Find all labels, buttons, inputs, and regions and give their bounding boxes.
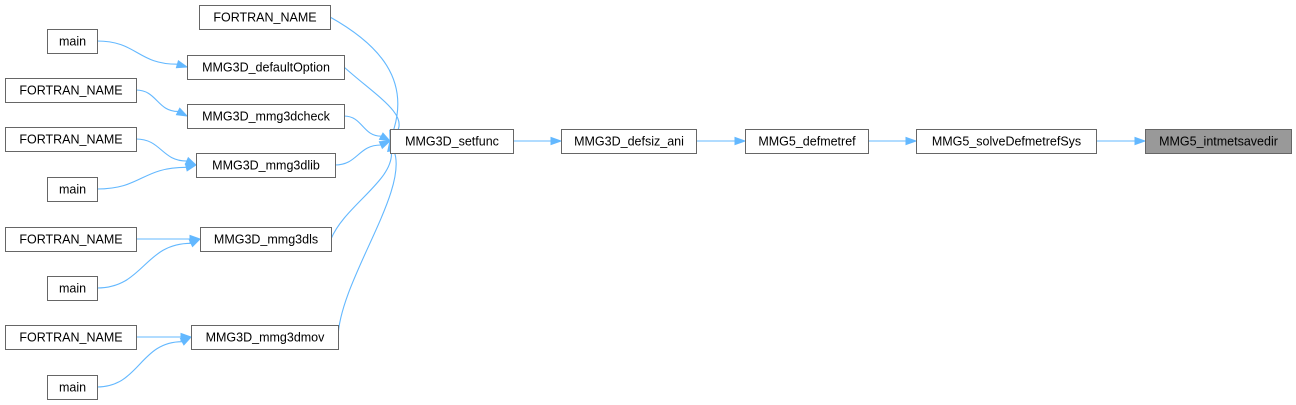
node-box — [47, 29, 98, 54]
node-box — [745, 129, 869, 154]
edge-n4-to-n3 — [512, 136, 563, 146]
node-box — [47, 177, 98, 202]
function-node[interactable]: FORTRAN_NAME — [5, 227, 137, 252]
function-node[interactable]: FORTRAN_NAME — [199, 5, 331, 30]
node-label: MMG5_defmetref — [758, 135, 856, 149]
edge-n10-to-n4 — [337, 139, 398, 338]
node-label: MMG3D_mmg3dlib — [212, 159, 320, 173]
edge-n1-to-n0 — [1095, 136, 1147, 146]
arrowhead-icon — [378, 140, 392, 150]
edge-line — [337, 150, 397, 338]
node-label: main — [59, 282, 86, 296]
node-box — [5, 227, 137, 252]
function-node[interactable]: MMG3D_defaultOption — [187, 55, 345, 80]
edge-n18-to-n10 — [96, 336, 193, 388]
function-node[interactable]: main — [47, 375, 98, 400]
edge-n7-to-n4 — [343, 115, 392, 142]
node-box — [196, 153, 336, 178]
node-label: FORTRAN_NAME — [19, 331, 122, 345]
node-label: main — [59, 35, 86, 49]
node-label: FORTRAN_NAME — [213, 11, 316, 25]
edge-line — [96, 242, 191, 289]
edge-line — [96, 40, 178, 65]
edge-line — [135, 138, 187, 162]
function-node[interactable]: MMG3D_mmg3dls — [200, 227, 332, 252]
function-node[interactable]: FORTRAN_NAME — [5, 127, 137, 152]
edge-line — [334, 144, 381, 166]
node-label: MMG3D_mmg3dmov — [206, 331, 326, 345]
node-box — [1145, 129, 1292, 154]
node-label: FORTRAN_NAME — [19, 233, 122, 247]
node-box — [390, 129, 514, 154]
arrowhead-icon — [184, 163, 198, 172]
edge-n16-to-n9 — [96, 238, 202, 289]
node-label: main — [59, 183, 86, 197]
function-node[interactable]: MMG3D_defsiz_ani — [561, 129, 697, 154]
edge-n2-to-n1 — [867, 136, 918, 146]
edge-line — [330, 150, 392, 240]
node-box — [5, 78, 137, 103]
edge-line — [96, 166, 187, 190]
arrowhead-icon — [550, 136, 563, 146]
node-label: MMG3D_mmg3dcheck — [202, 110, 331, 124]
arrowhead-icon — [905, 136, 918, 146]
edge-n9-to-n4 — [330, 139, 396, 240]
node-label: MMG3D_defsiz_ani — [574, 135, 684, 149]
arrowhead-icon — [734, 136, 747, 146]
node-box — [200, 227, 332, 252]
edge-n11-to-n6 — [96, 40, 189, 69]
node-box — [199, 5, 331, 30]
function-node[interactable]: main — [47, 29, 98, 54]
node-box — [187, 104, 345, 129]
node-box — [191, 325, 339, 350]
function-node[interactable]: MMG3D_mmg3dlib — [196, 153, 336, 178]
node-label: MMG3D_defaultOption — [202, 61, 330, 75]
function-node[interactable]: FORTRAN_NAME — [5, 325, 137, 350]
edge-n8-to-n4 — [334, 140, 392, 166]
node-label: main — [59, 381, 86, 395]
edge-line — [343, 115, 382, 137]
arrowhead-icon — [175, 59, 189, 69]
edge-line — [96, 341, 183, 388]
nodes: MMG5_intmetsavedir MMG5_solveDefmetrefSys… — [5, 5, 1292, 400]
arrowhead-icon — [179, 336, 193, 346]
edge-n13-to-n8 — [135, 138, 198, 166]
edge-n14-to-n8 — [96, 163, 198, 190]
function-node[interactable]: main — [47, 276, 98, 301]
edge-line — [135, 89, 179, 113]
edge-line — [329, 16, 399, 132]
edge-n3-to-n2 — [695, 136, 747, 146]
node-box — [187, 55, 345, 80]
node-box — [47, 276, 98, 301]
arrowhead-icon — [378, 132, 392, 142]
node-label: MMG5_intmetsavedir — [1159, 135, 1278, 149]
function-node[interactable]: MMG5_solveDefmetrefSys — [916, 129, 1097, 154]
arrowhead-icon — [188, 238, 202, 248]
node-label: FORTRAN_NAME — [19, 133, 122, 147]
function-node[interactable]: MMG3D_mmg3dmov — [191, 325, 339, 350]
node-box — [916, 129, 1097, 154]
current-function-node: MMG5_intmetsavedir — [1145, 129, 1292, 154]
arrowhead-icon — [1134, 136, 1147, 146]
edge-line — [343, 66, 400, 134]
node-label: MMG3D_mmg3dls — [214, 233, 318, 247]
node-label: FORTRAN_NAME — [19, 84, 122, 98]
node-box — [5, 325, 137, 350]
function-node[interactable]: MMG3D_setfunc — [390, 129, 514, 154]
node-label: MMG5_solveDefmetrefSys — [932, 135, 1081, 149]
node-box — [561, 129, 697, 154]
node-box — [5, 127, 137, 152]
edge-n12-to-n7 — [135, 89, 189, 117]
function-node[interactable]: MMG3D_mmg3dcheck — [187, 104, 345, 129]
function-node[interactable]: MMG5_defmetref — [745, 129, 869, 154]
arrowhead-icon — [175, 107, 189, 117]
function-node[interactable]: main — [47, 177, 98, 202]
node-label: MMG3D_setfunc — [405, 135, 499, 149]
function-node[interactable]: FORTRAN_NAME — [5, 78, 137, 103]
node-box — [47, 375, 98, 400]
